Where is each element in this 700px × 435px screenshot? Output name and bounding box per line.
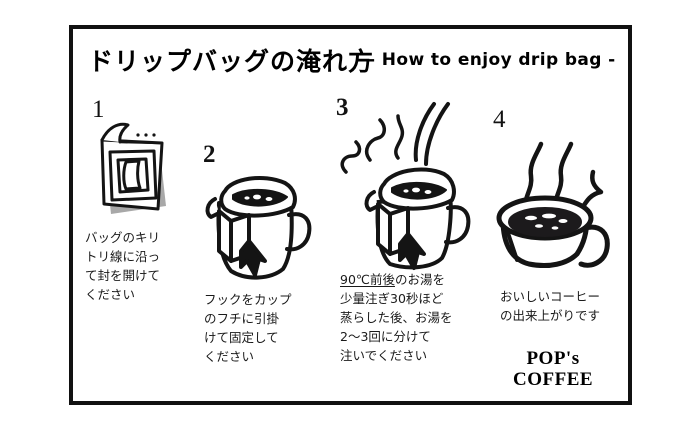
cup-with-hooked-bag-illustration xyxy=(197,155,315,283)
drip-bag-package-illustration xyxy=(92,118,178,216)
step-caption-3-underlined: 90℃前後 xyxy=(340,272,395,287)
step-caption-3-rest: のお湯を 少量注ぎ30秒ほど 蒸らした後、お湯を 2～3回に分けて 注いでくださ… xyxy=(340,272,453,363)
step-caption-2: フックをカップ のフチに引掛 けて固定して ください xyxy=(204,292,292,364)
page-title: ドリップバッグの淹れ方 xyxy=(88,47,375,76)
step-number-3: 3 xyxy=(336,94,349,121)
page-subtitle: - How to enjoy drip bag - xyxy=(368,50,616,70)
step-number-2: 2 xyxy=(203,141,216,168)
brand-logo-line1: POP's xyxy=(526,348,580,369)
brand-logo-line2: COFFEE xyxy=(513,369,594,390)
brand-logo: POP's COFFEE xyxy=(513,348,593,390)
step-caption-3: 90℃前後のお湯を 少量注ぎ30秒ほど 蒸らした後、お湯を 2～3回に分けて 注… xyxy=(340,270,453,365)
step-caption-4: おいしいコーヒー の出来上がりです xyxy=(500,289,601,323)
step-number-4: 4 xyxy=(493,106,506,133)
step-caption-1: バッグのキリ トリ線に沿っ て封を開けて ください xyxy=(85,230,161,302)
pouring-hot-water-illustration xyxy=(330,98,472,270)
finished-coffee-cup-illustration xyxy=(487,118,613,269)
step-number-1: 1 xyxy=(92,96,105,123)
